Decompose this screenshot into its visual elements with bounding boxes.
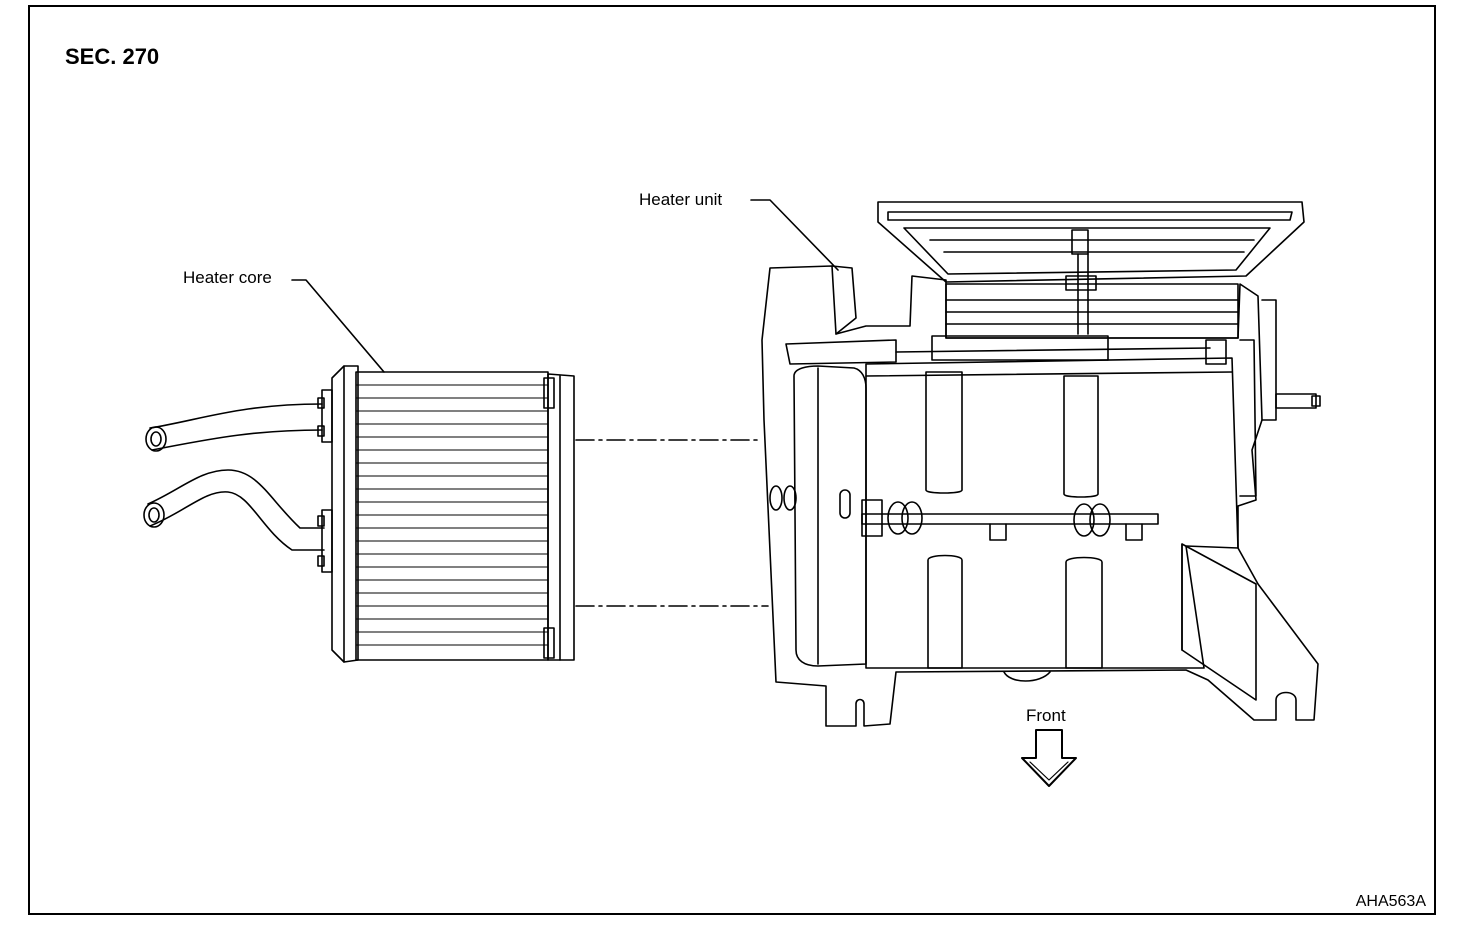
heater-core	[144, 366, 574, 662]
section-title: SEC. 270	[65, 44, 160, 69]
front-label: Front	[1026, 706, 1066, 725]
alignment-lines	[576, 440, 768, 606]
heater-unit	[762, 202, 1320, 726]
heater-core-label: Heater core	[183, 268, 272, 287]
heater-unit-label: Heater unit	[639, 190, 723, 209]
leader-lines	[292, 200, 838, 372]
heater-core-pipes	[144, 404, 324, 550]
figure-id: AHA563A	[1355, 893, 1426, 910]
front-arrow-icon	[1022, 730, 1076, 786]
diagram-frame	[28, 5, 1436, 915]
heater-core-fins	[356, 385, 548, 645]
